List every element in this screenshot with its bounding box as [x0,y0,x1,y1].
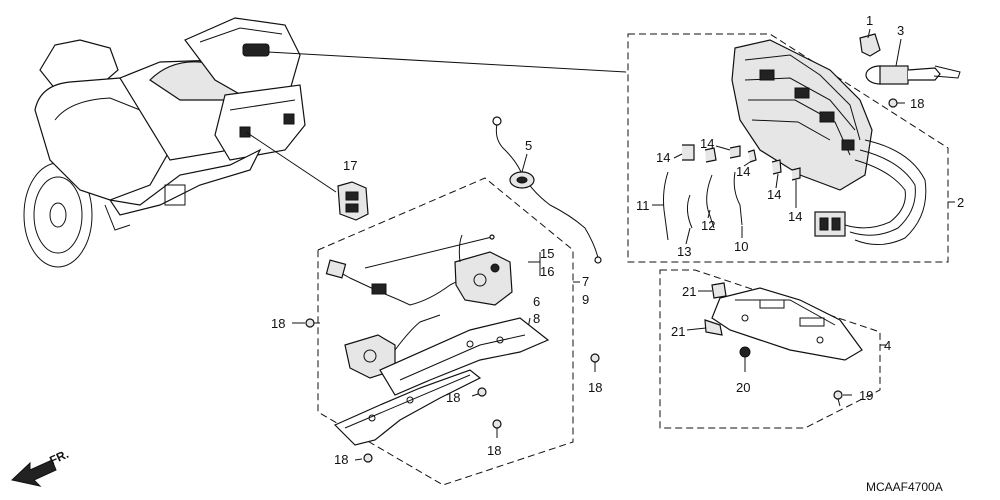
part-17-clip [337,181,369,221]
callout-18-lower: 18 [487,443,501,458]
part-15-16-latch [454,234,513,306]
part-20-fastener [739,346,751,372]
motorcycle-illustration [23,17,306,268]
part-5-cable [492,116,602,264]
callout-14-e: 14 [788,209,802,224]
top-right-group-outline [627,33,949,263]
callout-14-b: 14 [700,136,714,151]
lower-latch [344,314,441,379]
callout-15: 15 [540,246,554,261]
callout-21-top: 21 [682,284,696,299]
middle-group-outline [317,177,574,486]
part-1-3-key-cylinder [859,33,961,85]
callout-14-d: 14 [767,187,781,202]
bolt-18-center [471,387,487,397]
callout-18-left: 18 [271,316,285,331]
callout-3: 3 [897,23,904,38]
bolt-18-right [590,353,600,372]
callout-1: 1 [866,13,873,28]
part-7-9-bracket [333,369,482,446]
callout-18-bottom: 18 [334,452,348,467]
callout-14-c: 14 [736,164,750,179]
callout-14-a: 14 [656,150,670,165]
bolt-18-bottom [354,453,373,463]
callout-18-top-right: 18 [910,96,924,111]
part-6-8-bracket [379,317,550,396]
callout-11: 11 [636,198,650,213]
callout-19: 19 [859,388,873,403]
callout-18-center: 18 [446,390,460,405]
callout-13: 13 [677,244,691,259]
diagram-code: MCAAF4700A [866,480,943,494]
callout-7: 7 [582,274,589,289]
callout-17: 17 [343,158,357,173]
bolt-18-top-right [888,98,905,108]
bottom-right-group-outline [659,269,881,429]
callout-8: 8 [533,311,540,326]
callout-10: 10 [734,239,748,254]
callout-21-bottom: 21 [671,324,685,339]
part-2-control-assembly [731,39,927,245]
callout-5: 5 [525,138,532,153]
parts-10-14-wires-and-clips [663,144,801,241]
bolt-19 [833,390,852,407]
callout-4: 4 [884,338,891,353]
front-direction-label: FR. [47,447,70,468]
front-direction-arrow-icon [10,459,57,487]
callout-12: 12 [701,218,715,233]
bolt-18-lower [492,419,502,438]
callout-2: 2 [957,195,964,210]
callout-9: 9 [582,292,589,307]
part-4-plate [704,282,863,361]
callout-20: 20 [736,380,750,395]
bolt-18-left [292,318,320,328]
callout-6: 6 [533,294,540,309]
trunk-highlight-area [242,43,270,57]
callout-18-right: 18 [588,380,602,395]
callout-16: 16 [540,264,554,279]
